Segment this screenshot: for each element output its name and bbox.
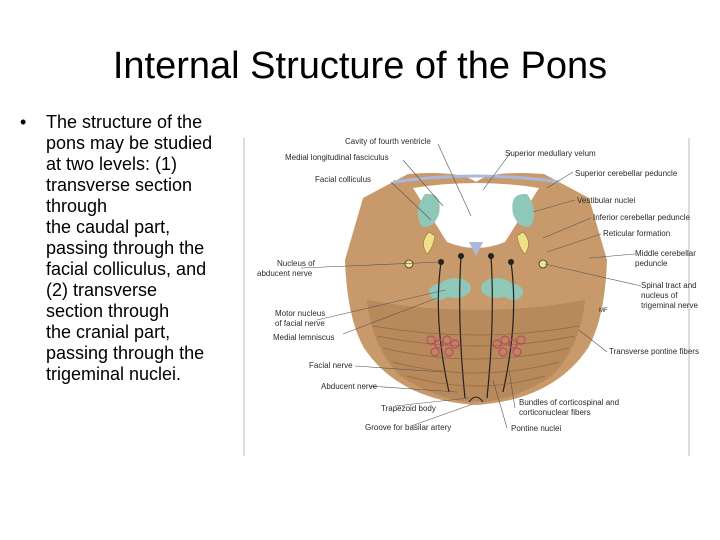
label-facial-colliculus: Facial colliculus <box>315 175 371 184</box>
trigeminal-dot <box>538 259 548 269</box>
label-nucleus-abducent-1: Nucleus of <box>277 259 316 268</box>
basilar-part <box>367 300 585 402</box>
label-sup-medullary-velum: Superior medullary velum <box>505 149 596 158</box>
abducent-nerve-fiber <box>459 255 466 399</box>
facial-nerve-fiber <box>502 261 515 393</box>
label-middle-cerebellar-2: peduncle <box>635 259 668 268</box>
label-abducent-nerve: Abducent nerve <box>321 382 378 391</box>
bullet-line: the cranial part, <box>46 322 171 342</box>
bullet-line: at two levels: (1) <box>46 154 178 174</box>
corticospinal-bundles <box>426 335 526 357</box>
label-groove-basilar: Groove for basilar artery <box>365 423 451 432</box>
label-motor-nucleus-1: Motor nucleus <box>275 309 325 318</box>
abducent-nucleus <box>469 242 483 256</box>
pons-diagram-svg: Cavity of fourth ventricle Medial longit… <box>243 137 699 456</box>
bullet-line: (2) transverse <box>46 280 158 300</box>
spinal-tract-right <box>516 231 529 255</box>
bullet-line: The structure of the <box>46 112 203 132</box>
vestibular-nucleus-left <box>417 193 440 227</box>
fourth-ventricle-cavity <box>413 183 539 248</box>
vestibular-nucleus-right <box>512 193 535 227</box>
facial-nerve-fiber <box>437 261 450 393</box>
label-facial-nerve: Facial nerve <box>309 361 353 370</box>
label-bundles-2: corticonuclear fibers <box>519 408 591 417</box>
bullet-line: section through <box>46 301 170 321</box>
bullet-line: passing through the <box>46 238 205 258</box>
label-nucleus-abducent-2: abducent nerve <box>257 269 313 278</box>
label-bundles-1: Bundles of corticospinal and <box>519 398 619 407</box>
bullet-line: trigeminal nuclei. <box>46 364 182 384</box>
label-middle-cerebellar-1: Middle cerebellar <box>635 249 696 258</box>
bullet-line: passing through the <box>46 343 205 363</box>
bullet-line: transverse section <box>46 175 193 195</box>
abducent-nerve-fiber <box>486 255 493 399</box>
pons-cross-section-figure: Cavity of fourth ventricle Medial longit… <box>243 130 713 460</box>
label-trapezoid-body: Trapezoid body <box>381 404 436 413</box>
slide-title: Internal Structure of the Pons <box>112 45 608 87</box>
bullet-line: facial colliculus, and <box>46 259 207 279</box>
bullet-symbol: • <box>20 112 27 132</box>
label-sup-cerebellar-peduncle: Superior cerebellar peduncle <box>575 169 678 178</box>
label-vestibular-nuclei: Vestibular nuclei <box>577 196 635 205</box>
superior-medullary-velum <box>392 174 560 184</box>
transverse-pontine-fibers <box>372 325 580 387</box>
label-medial-lemniscus: Medial lemniscus <box>273 333 334 342</box>
label-spinal-tract-2: nucleus of <box>641 291 678 300</box>
label-mark: MF <box>599 308 608 314</box>
basilar-groove <box>468 396 484 403</box>
spinal-tract-left <box>423 231 436 255</box>
label-inf-cerebellar-peduncle: Inferior cerebellar peduncle <box>593 213 690 222</box>
label-mlf: Medial longitudinal fasciculus <box>285 153 389 162</box>
label-spinal-tract-3: trigeminal nerve <box>641 301 698 310</box>
label-pontine-nuclei: Pontine nuclei <box>511 424 561 433</box>
trigeminal-dot <box>404 259 414 269</box>
bullet-line: through <box>46 196 108 216</box>
bullet-line: the caudal part, <box>46 217 171 237</box>
label-cavity: Cavity of fourth ventricle <box>345 137 431 146</box>
leader-lines <box>300 143 642 429</box>
label-transverse-pontine: Transverse pontine fibers <box>609 347 699 356</box>
bullet-lines: The structure of the pons may be studied… <box>46 112 246 385</box>
bullet-line: pons may be studied <box>46 133 213 153</box>
label-reticular-formation: Reticular formation <box>603 229 670 238</box>
label-motor-nucleus-2: of facial nerve <box>275 319 325 328</box>
label-spinal-tract-1: Spinal tract and <box>641 281 697 290</box>
